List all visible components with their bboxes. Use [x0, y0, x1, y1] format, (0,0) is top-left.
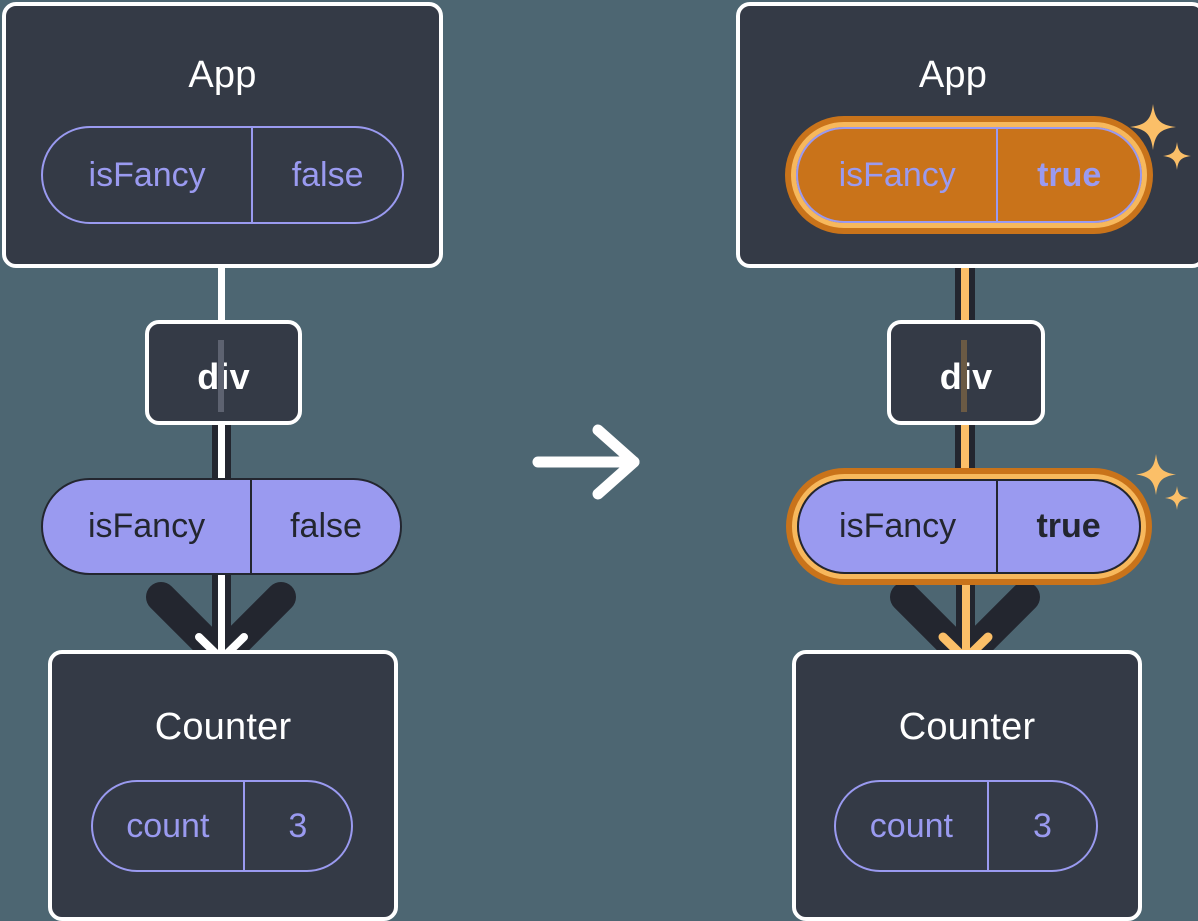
left-prop-value: false: [250, 480, 400, 573]
right-app-state-highlight-ring: isFancy true: [785, 116, 1153, 234]
right-counter-box[interactable]: Counter: [792, 650, 1142, 921]
right-app-state-pill[interactable]: isFancy true: [796, 127, 1142, 223]
left-counter-title: Counter: [154, 706, 292, 748]
right-counter-state-value: 3: [986, 782, 1096, 870]
arrow-right-icon: [532, 424, 640, 500]
right-connector-app-to-div-core: [961, 220, 969, 328]
right-prop-pill[interactable]: isFancy true: [797, 479, 1141, 574]
left-counter-state-value: 3: [242, 782, 351, 870]
left-app-state-value: false: [251, 128, 402, 222]
left-arrow-to-counter: [146, 565, 296, 672]
left-app-state-pill[interactable]: isFancy false: [41, 126, 404, 224]
left-app-state-key: isFancy: [88, 155, 206, 194]
left-prop-key: isFancy: [87, 507, 206, 545]
left-connector-app-to-div: [218, 262, 225, 324]
right-counter-state-pill[interactable]: count 3: [834, 780, 1098, 872]
left-div-ghost-line: [218, 340, 224, 412]
right-prop-highlight-ring: isFancy true: [786, 468, 1152, 585]
right-counter-state-key: count: [869, 806, 953, 845]
right-counter-title: Counter: [898, 706, 1036, 748]
right-app-title: App: [918, 54, 988, 96]
left-counter-state-key: count: [126, 806, 210, 845]
right-prop-key: isFancy: [839, 507, 957, 545]
right-prop-value: true: [996, 481, 1139, 572]
left-connector-div-to-pill-core: [218, 420, 225, 490]
right-arrow-to-counter: [890, 565, 1040, 672]
left-app-title: App: [188, 54, 257, 96]
right-connector-div-to-pill-core: [961, 420, 969, 490]
left-prop-pill[interactable]: isFancy false: [41, 478, 402, 575]
right-app-state-key: isFancy: [838, 155, 956, 194]
right-div-ghost-line: [961, 340, 967, 412]
right-app-state-value: true: [996, 129, 1140, 221]
left-counter-state-pill[interactable]: count 3: [91, 780, 353, 872]
